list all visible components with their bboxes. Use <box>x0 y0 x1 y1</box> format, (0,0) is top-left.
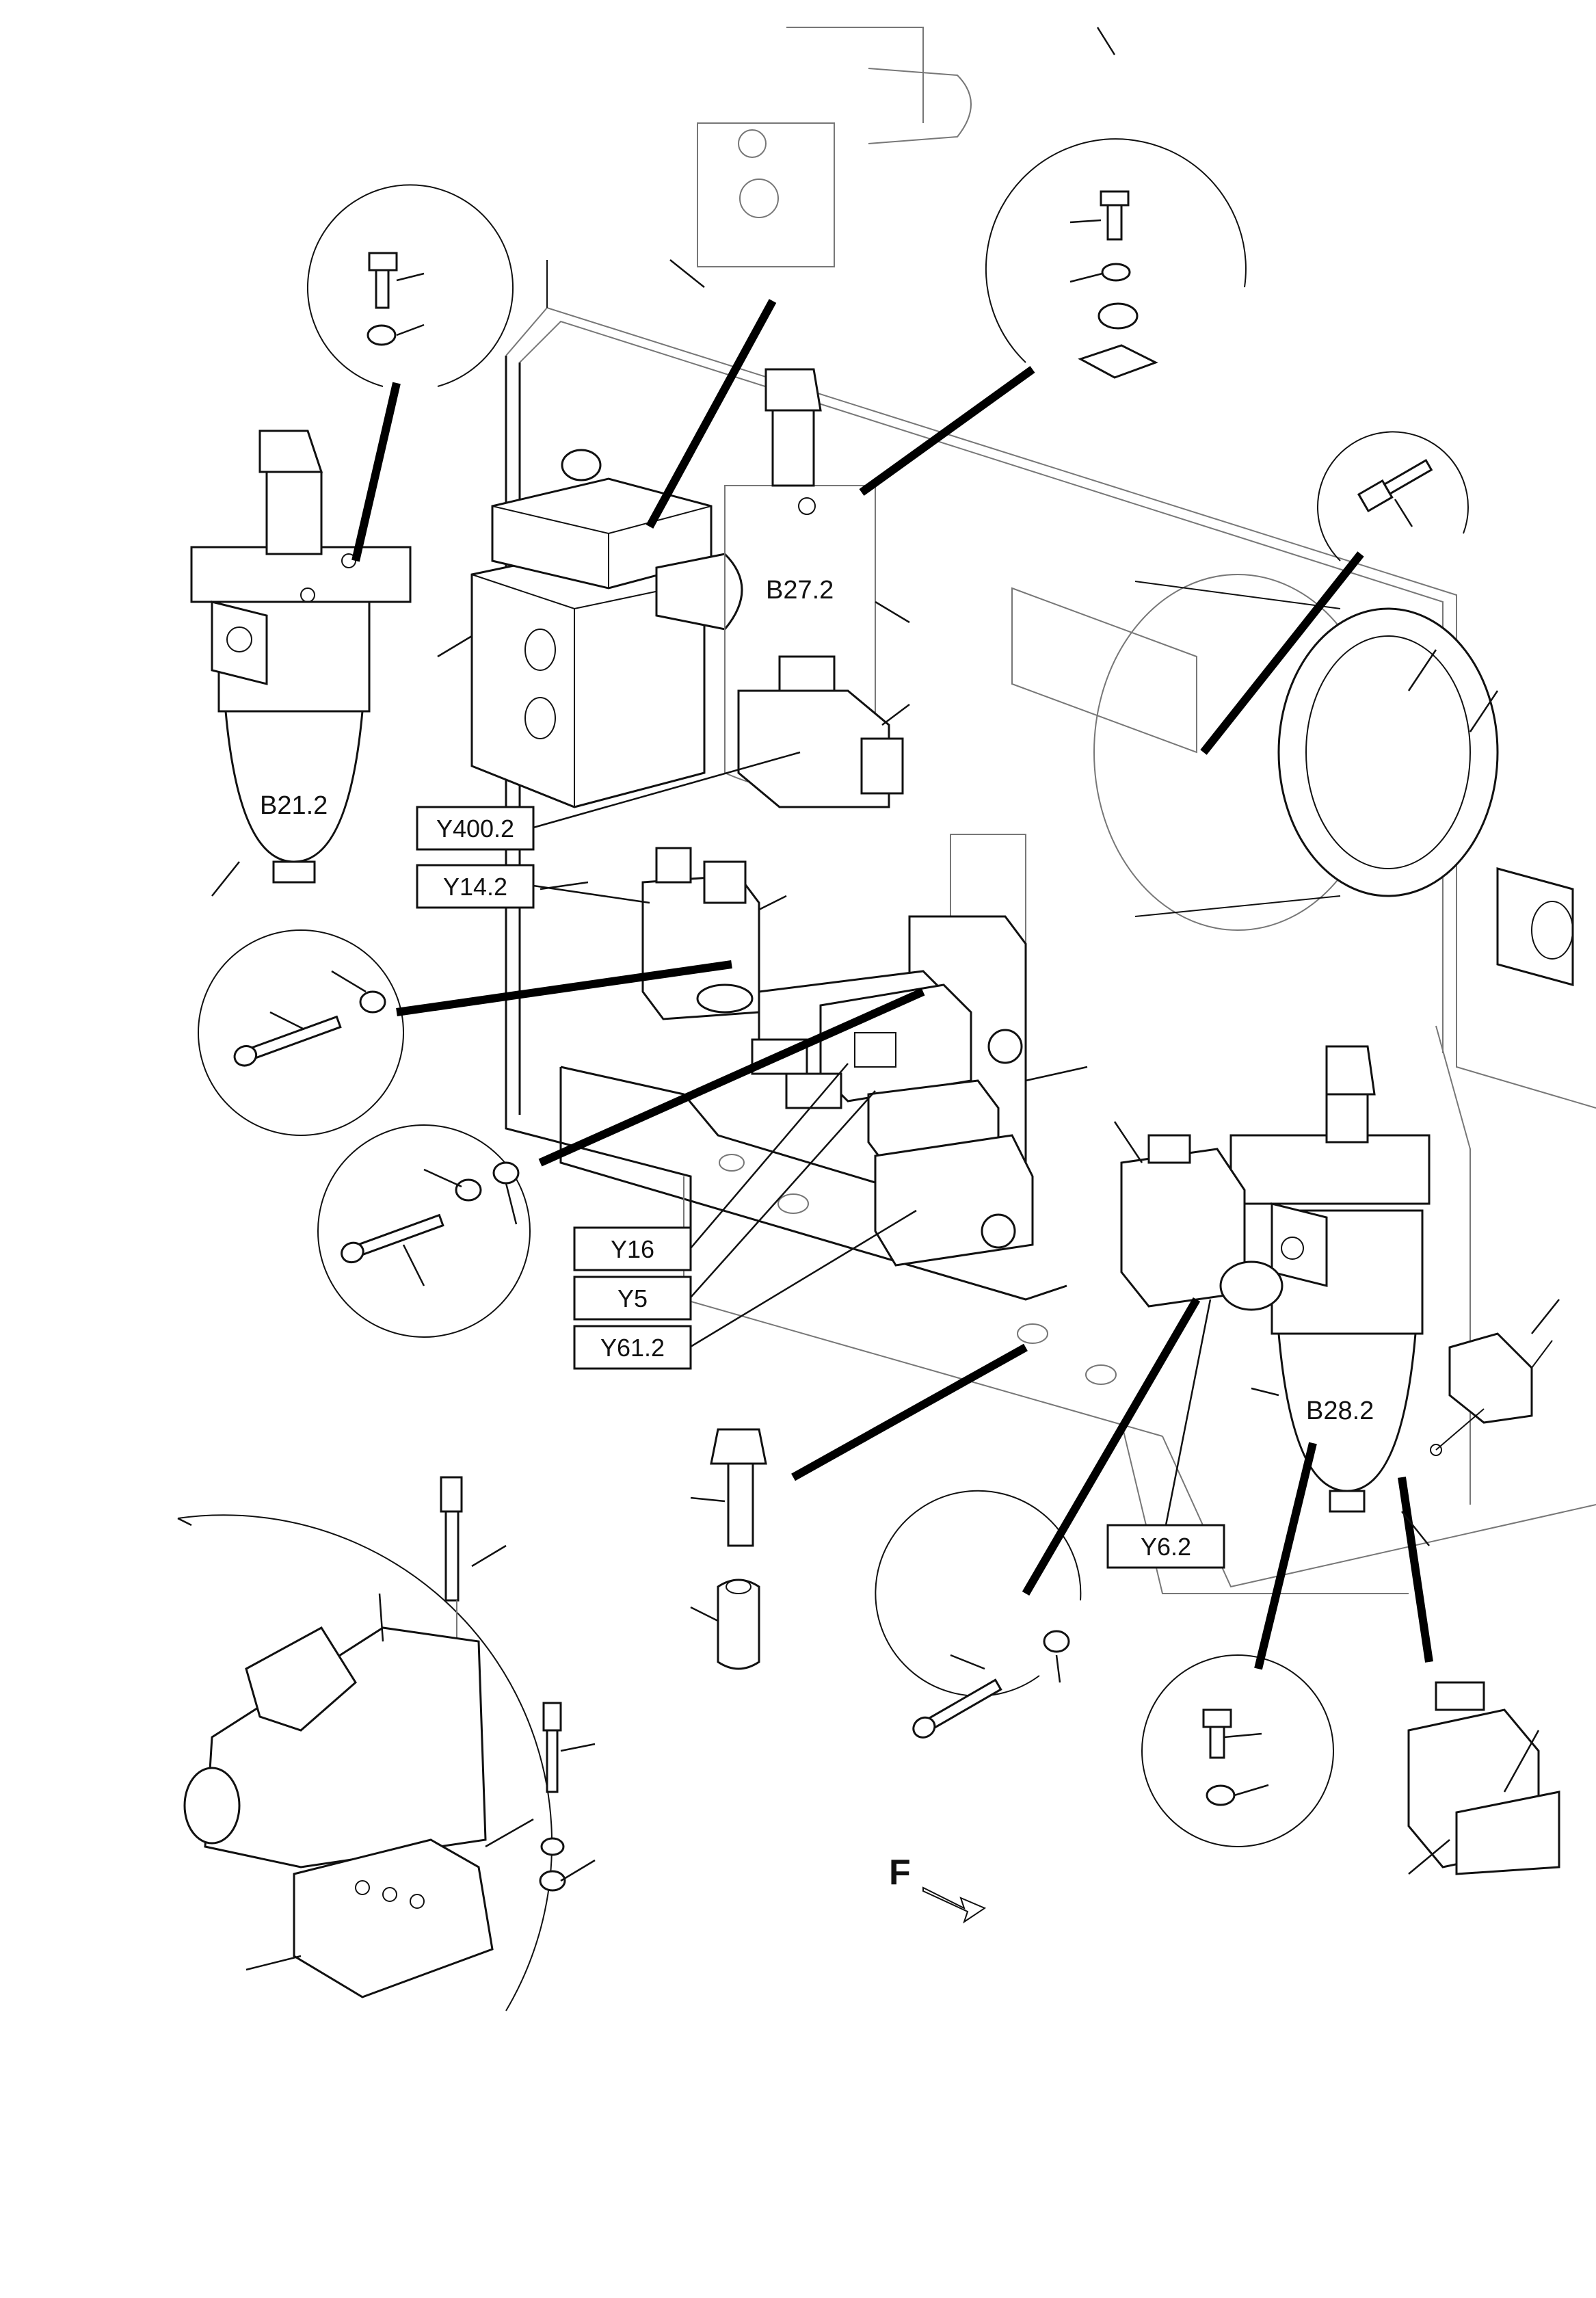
pressure-switch <box>1430 1332 1553 1456</box>
part-leaders <box>211 27 1560 1875</box>
callout-y16: Y16 <box>573 1063 849 1271</box>
direction-arrow-icon <box>922 1886 987 1924</box>
solenoid-right-lower <box>1407 1681 1560 1875</box>
b28-2-label: B28.2 <box>1306 1397 1374 1425</box>
callout-y14-2: Y14.2 <box>416 864 650 909</box>
forward-direction-marker: F <box>889 1853 987 1924</box>
y61-2-label: Y61.2 <box>600 1334 665 1362</box>
detail-circle-top-left <box>307 184 514 562</box>
detail-circle-left-lower <box>317 988 925 1338</box>
y5-label: Y5 <box>617 1284 648 1312</box>
callout-b28-2: B28.2 <box>1306 1397 1374 1425</box>
bolt-and-spacer <box>690 1343 1028 1670</box>
top-valve-block <box>697 27 972 267</box>
solenoid-y400-2 <box>737 655 904 808</box>
callout-b21-2: B21.2 <box>260 791 328 820</box>
valve-manifold <box>751 915 1034 1267</box>
solenoid-y14-2 <box>641 847 760 1020</box>
direction-letter: F <box>889 1853 911 1892</box>
detail-circle-bottom-right <box>1141 1442 1433 1847</box>
motor-cylinder <box>1011 574 1574 986</box>
y6-2-label: Y6.2 <box>1141 1533 1191 1561</box>
callout-y6-2: Y6.2 <box>1106 1299 1225 1569</box>
detail-circle-bottom-center <box>875 1297 1201 1739</box>
callout-y61-2: Y61.2 <box>573 1209 917 1370</box>
callout-y5: Y5 <box>573 1090 876 1321</box>
b21-2-label: B21.2 <box>260 791 328 820</box>
detail-circle-left-upper <box>198 929 732 1136</box>
y16-label: Y16 <box>611 1235 654 1263</box>
detail-circle-bottom-left <box>177 1476 596 2011</box>
y400-2-label: Y400.2 <box>436 815 514 843</box>
y14-2-label: Y14.2 <box>443 873 507 901</box>
filter-b27-2 <box>724 368 876 791</box>
callout-y400-2: Y400.2 <box>416 751 801 851</box>
valve-block: B27.2 <box>470 449 834 808</box>
solenoid-y6-2 <box>1120 1134 1284 1311</box>
detail-circle-top-right <box>646 138 1247 529</box>
detail-circle-right <box>1200 431 1469 755</box>
b27-2-label: B27.2 <box>766 576 834 605</box>
filter-b28-2 <box>1229 1045 1431 1513</box>
